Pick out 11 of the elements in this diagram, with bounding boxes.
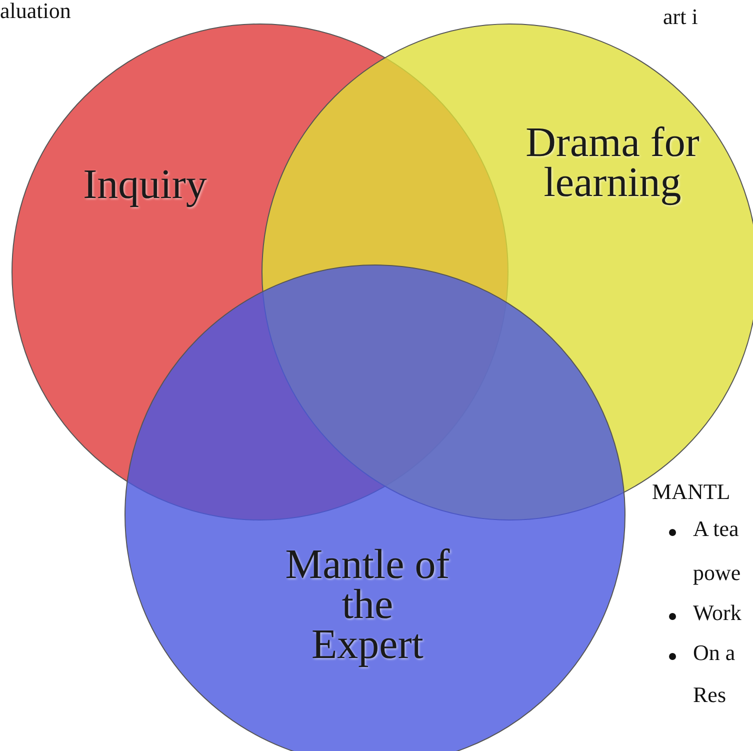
bullet-text: Res xyxy=(693,682,726,708)
circle-label: Inquiry xyxy=(82,165,208,205)
bullet-text: powe xyxy=(693,560,741,586)
heading-text: aluation xyxy=(0,0,71,24)
bullet-text: On a xyxy=(693,640,736,666)
heading-text: MANTL xyxy=(652,479,730,505)
heading-text: art i xyxy=(663,4,698,30)
bullet-text: Work xyxy=(693,600,742,626)
circle-label: Drama for learning xyxy=(525,123,700,203)
bullet-text: A tea xyxy=(693,516,739,542)
circle-label: Mantle of the Expert xyxy=(285,545,450,665)
